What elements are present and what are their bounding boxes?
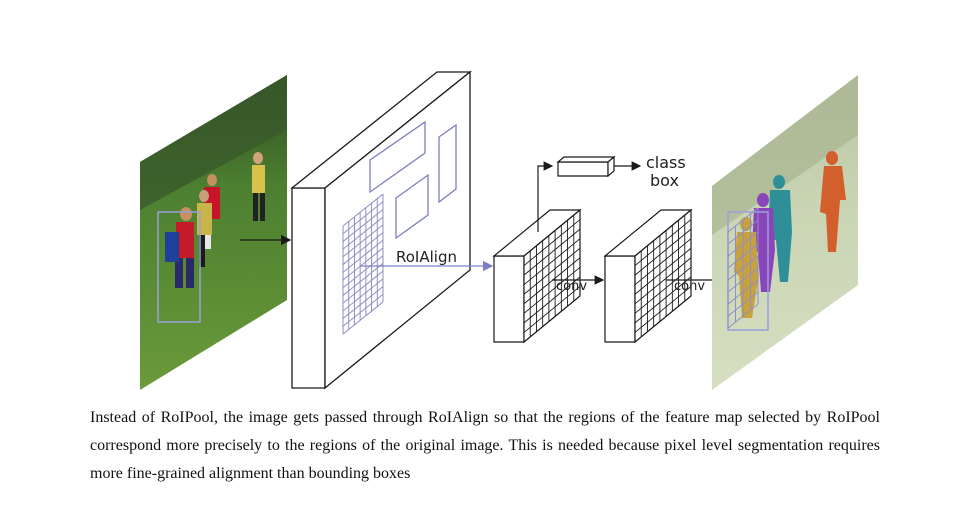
class-label: class	[646, 153, 686, 172]
input-image	[140, 75, 287, 390]
fc-layer	[556, 155, 616, 178]
conv-label-1: conv	[556, 279, 587, 294]
bounding-box	[157, 211, 201, 323]
roi-grid	[342, 193, 384, 335]
feature-block-2	[603, 208, 693, 344]
box-label: box	[650, 171, 679, 190]
figure-caption: Instead of RoIPool, the image gets passe…	[90, 409, 880, 482]
feature-map	[290, 70, 472, 390]
feature-block-1	[492, 208, 582, 344]
output-image	[712, 75, 858, 390]
region-proposal	[395, 173, 429, 240]
roialign-label: RoIAlign	[396, 248, 457, 266]
region-proposal	[369, 120, 426, 194]
region-proposal	[438, 123, 457, 204]
player-figures	[165, 152, 265, 288]
mask-grid	[727, 207, 759, 329]
mask-rcnn-diagram: RoIAlign conv class box conv	[140, 70, 858, 390]
conv-label-2: conv	[674, 279, 705, 294]
head-branch-arrow	[537, 161, 554, 232]
